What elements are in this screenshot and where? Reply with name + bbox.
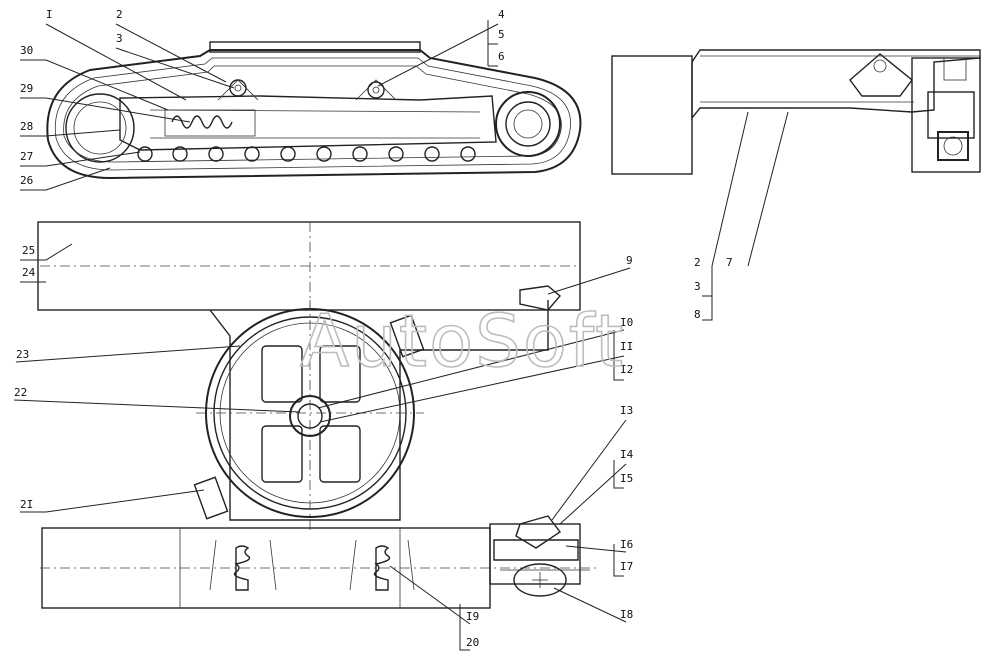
track-side-view: [20, 20, 582, 191]
callout-c14: I4: [620, 448, 634, 461]
callout-c2b: 2: [694, 256, 701, 269]
callout-c12: I2: [620, 363, 633, 376]
shock-absorbers: [209, 539, 415, 591]
callout-c17: I7: [620, 560, 633, 573]
callout-c24: 24: [22, 266, 36, 279]
callout-c13: I3: [620, 404, 633, 417]
callout-c23: 23: [16, 348, 29, 361]
callout-c29: 29: [20, 82, 33, 95]
callout-c11: II: [620, 340, 633, 353]
callout-c10: I0: [620, 316, 633, 329]
callout-c8: 8: [694, 308, 701, 321]
callout-c26: 26: [20, 174, 33, 187]
watermark: AutoSoft: [300, 299, 625, 383]
callout-c5: 5: [498, 28, 505, 41]
callout-c21: 2I: [20, 498, 33, 511]
track-rollers: [137, 146, 476, 162]
track-end-view: [611, 49, 981, 321]
callout-c28: 28: [20, 120, 33, 133]
callout-c3b: 3: [694, 280, 701, 293]
callout-c4: 4: [498, 8, 505, 21]
drive-section-view: [13, 221, 631, 651]
callout-c3: 3: [116, 32, 123, 45]
callout-c2: 2: [116, 8, 123, 21]
callout-c6: 6: [498, 50, 505, 63]
callout-c22: 22: [14, 386, 27, 399]
callout-c16: I6: [620, 538, 633, 551]
callout-c25: 25: [22, 244, 35, 257]
callout-c19: I9: [466, 610, 479, 623]
callout-c27: 27: [20, 150, 33, 163]
callout-c9: 9: [626, 254, 633, 267]
callout-c18: I8: [620, 608, 633, 621]
callout-c30: 30: [20, 44, 33, 57]
callout-c20: 20: [466, 636, 479, 649]
callout-c15: I5: [620, 472, 633, 485]
callout-c1: I: [46, 8, 53, 21]
callout-c7: 7: [726, 256, 733, 269]
